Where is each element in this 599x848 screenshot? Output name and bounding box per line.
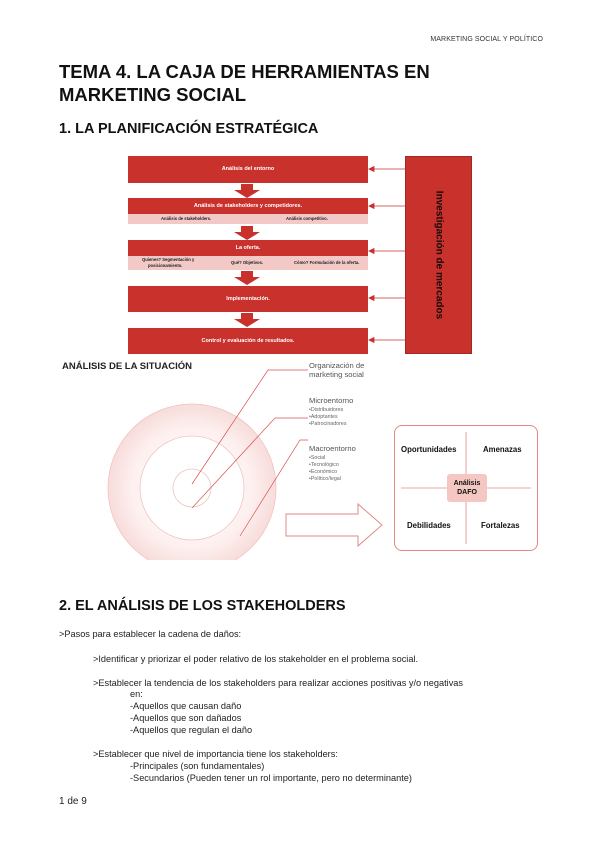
dafo-center-line: DAFO xyxy=(457,489,477,496)
step3-item: -Secundarios (Pueden tener un rol import… xyxy=(130,773,412,783)
flow-box-label: La oferta. xyxy=(235,245,261,251)
micro-items: •Distribuidores •Adoptantes •Patrocinado… xyxy=(309,407,346,428)
dafo-weaknesses: Debilidades xyxy=(407,521,451,530)
org-label: Organización de marketing social xyxy=(309,361,364,379)
flow-sub-label: Qué? Objetivos. xyxy=(231,260,264,265)
market-research-label: Investigación de mercados xyxy=(433,190,444,320)
macro-items: •Social •Tecnológico •Económico •Polític… xyxy=(309,455,341,483)
feedback-arrows xyxy=(368,165,405,344)
flow-sub-label: posicionamiento. xyxy=(148,263,183,268)
down-arrow-icon xyxy=(234,184,260,198)
step2-continuation: en: xyxy=(130,689,143,699)
section2-heading: 2. EL ANÁLISIS DE LOS STAKEHOLDERS xyxy=(59,598,346,614)
macro-label: Macroentorno xyxy=(309,444,356,453)
step2-item: -Aquellos que regulan el daño xyxy=(130,725,253,735)
org-label-line: marketing social xyxy=(309,370,364,379)
flow-box-oferta: La oferta. xyxy=(128,240,368,256)
dafo-threats: Amenazas xyxy=(483,445,522,454)
step1-text: >Identificar y priorizar el poder relati… xyxy=(93,654,419,664)
dafo-center-line: Análisis xyxy=(453,480,481,487)
org-circle xyxy=(172,468,212,508)
down-arrow-icon xyxy=(234,271,260,285)
micro-item: •Patrocinadores xyxy=(309,421,347,427)
flow-box-label: Análisis de stakeholders y competidores. xyxy=(193,203,303,209)
page-title: TEMA 4. LA CAJA DE HERRAMIENTAS EN MARKE… xyxy=(59,60,529,106)
micro-pointer-line xyxy=(191,417,308,509)
page-number: 1 de 9 xyxy=(59,796,87,807)
micro-label: Microentorno xyxy=(309,396,354,405)
org-pointer-line xyxy=(191,369,308,485)
step2-item: -Aquellos que son dañados xyxy=(130,713,242,723)
dafo-strengths: Fortalezas xyxy=(481,521,520,530)
flow-subrow-stakeholders: Análisis de stakeholders. Análisis compe… xyxy=(128,214,368,224)
flow-box-entorno: Análisis del entorno xyxy=(128,156,368,183)
page-title-line2: MARKETING SOCIAL xyxy=(59,84,247,105)
step3-item: -Principales (son fundamentales) xyxy=(130,761,265,771)
section1-heading: 1. LA PLANIFICACIÓN ESTRATÉGICA xyxy=(59,121,319,137)
flow-sub-label: Quienes? Segmentación y xyxy=(142,257,195,262)
flow-box-control: Control y evaluación de resultados. xyxy=(128,328,368,354)
micro-item: •Distribuidores xyxy=(309,407,344,413)
flow-box-label: Implementación. xyxy=(226,296,270,302)
macro-pointer-line xyxy=(239,439,308,537)
dafo-opportunities: Oportunidades xyxy=(401,445,457,454)
flow-sub-label: Cómo? Formulación de la oferta. xyxy=(294,260,360,265)
down-arrow-icon xyxy=(234,226,260,240)
org-label-line: Organización de xyxy=(309,361,365,370)
dafo-center: Análisis DAFO xyxy=(447,474,487,502)
concentric-circles-diagram xyxy=(107,369,383,560)
page-title-line1: TEMA 4. LA CAJA DE HERRAMIENTAS EN xyxy=(59,61,430,82)
dafo-matrix: Oportunidades Amenazas Debilidades Forta… xyxy=(394,425,538,551)
flow-box-implementacion: Implementación. xyxy=(128,286,368,312)
down-arrow-icon xyxy=(234,313,260,327)
situation-title: ANÁLISIS DE LA SITUACIÓN xyxy=(62,361,193,372)
micro-item: •Adoptantes xyxy=(309,414,338,420)
market-research-box: Investigación de mercados xyxy=(405,156,472,354)
macro-item: •Político/legal xyxy=(309,476,341,482)
running-header: MARKETING SOCIAL Y POLÍTICO xyxy=(430,36,543,43)
macro-item: •Tecnológico xyxy=(309,462,339,468)
flow-box-label: Control y evaluación de resultados. xyxy=(201,338,295,344)
flow-box-stakeholders: Análisis de stakeholders y competidores. xyxy=(128,198,368,214)
right-arrow-icon xyxy=(285,502,383,548)
macro-item: •Económico xyxy=(309,469,338,475)
flow-sub-label: Análisis competitivo. xyxy=(286,216,328,221)
step2-item: -Aquellos que causan daño xyxy=(130,701,242,711)
flow-box-label: Análisis del entorno xyxy=(221,166,275,172)
flow-subrow-oferta: Quienes? Segmentación y posicionamiento.… xyxy=(128,256,368,270)
macro-item: •Social xyxy=(309,455,326,461)
step2-text: >Establecer la tendencia de los stakehol… xyxy=(93,678,464,688)
flow-sub-label: Análisis de stakeholders. xyxy=(161,216,212,221)
stakeholders-intro: >Pasos para establecer la cadena de daño… xyxy=(59,629,242,639)
step3-text: >Establecer que nivel de importancia tie… xyxy=(93,749,338,759)
